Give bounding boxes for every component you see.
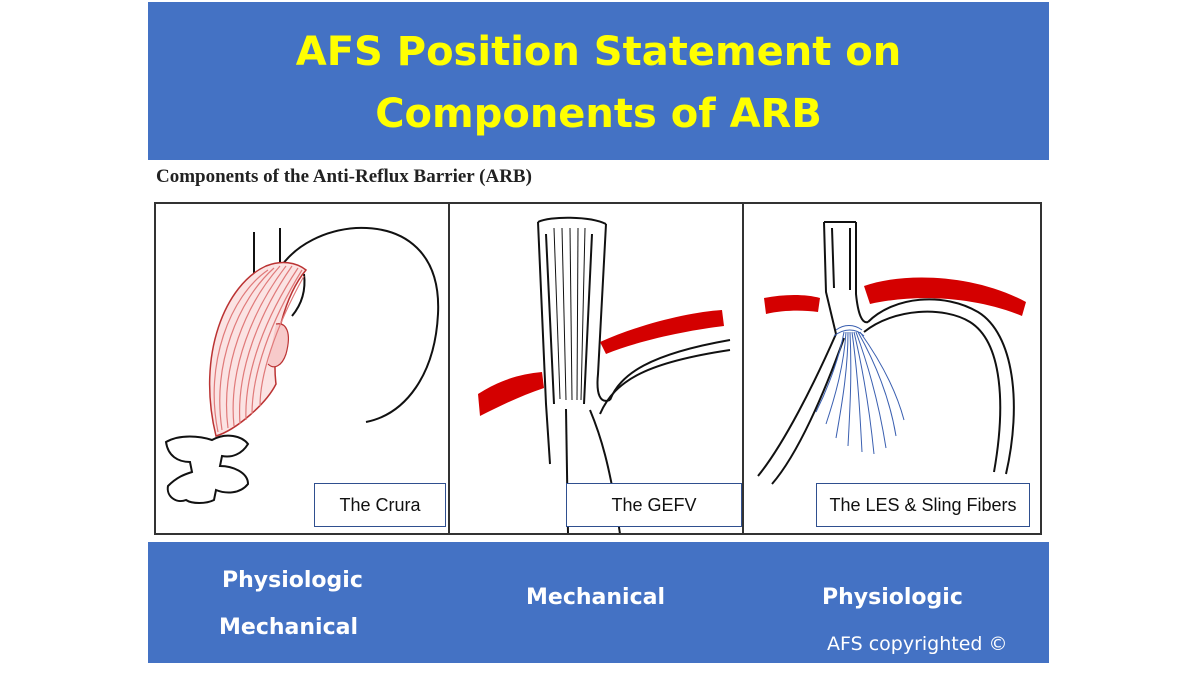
crura-muscle bbox=[208, 261, 308, 437]
panel-gefv: The GEFV bbox=[448, 202, 744, 535]
sling-fibers bbox=[815, 325, 905, 455]
footer-col1-physiologic: Physiologic bbox=[222, 568, 363, 593]
footer-col1-mechanical: Mechanical bbox=[219, 615, 358, 640]
title-line-2: Components of ARB bbox=[375, 91, 822, 137]
label-les-sling: The LES & Sling Fibers bbox=[816, 483, 1030, 527]
panel-les-sling: The LES & Sling Fibers bbox=[742, 202, 1042, 535]
footer-col2-mechanical: Mechanical bbox=[526, 585, 665, 610]
label-gefv: The GEFV bbox=[566, 483, 742, 527]
figure-subtitle: Components of the Anti-Reflux Barrier (A… bbox=[156, 166, 532, 187]
label-crura: The Crura bbox=[314, 483, 446, 527]
copyright-notice: AFS copyrighted © bbox=[827, 633, 1008, 655]
gefv-muscle bbox=[478, 310, 724, 416]
title-line-1: AFS Position Statement on bbox=[295, 29, 902, 75]
crura-illustration bbox=[164, 226, 440, 504]
les-muscle bbox=[764, 277, 1026, 316]
title-banner: AFS Position Statement on Components of … bbox=[148, 2, 1049, 160]
footer-banner: Physiologic Mechanical Mechanical Physio… bbox=[148, 542, 1049, 663]
footer-col3-physiologic: Physiologic bbox=[822, 585, 963, 610]
panel-crura: The Crura bbox=[154, 202, 450, 535]
les-illustration bbox=[757, 221, 1026, 485]
